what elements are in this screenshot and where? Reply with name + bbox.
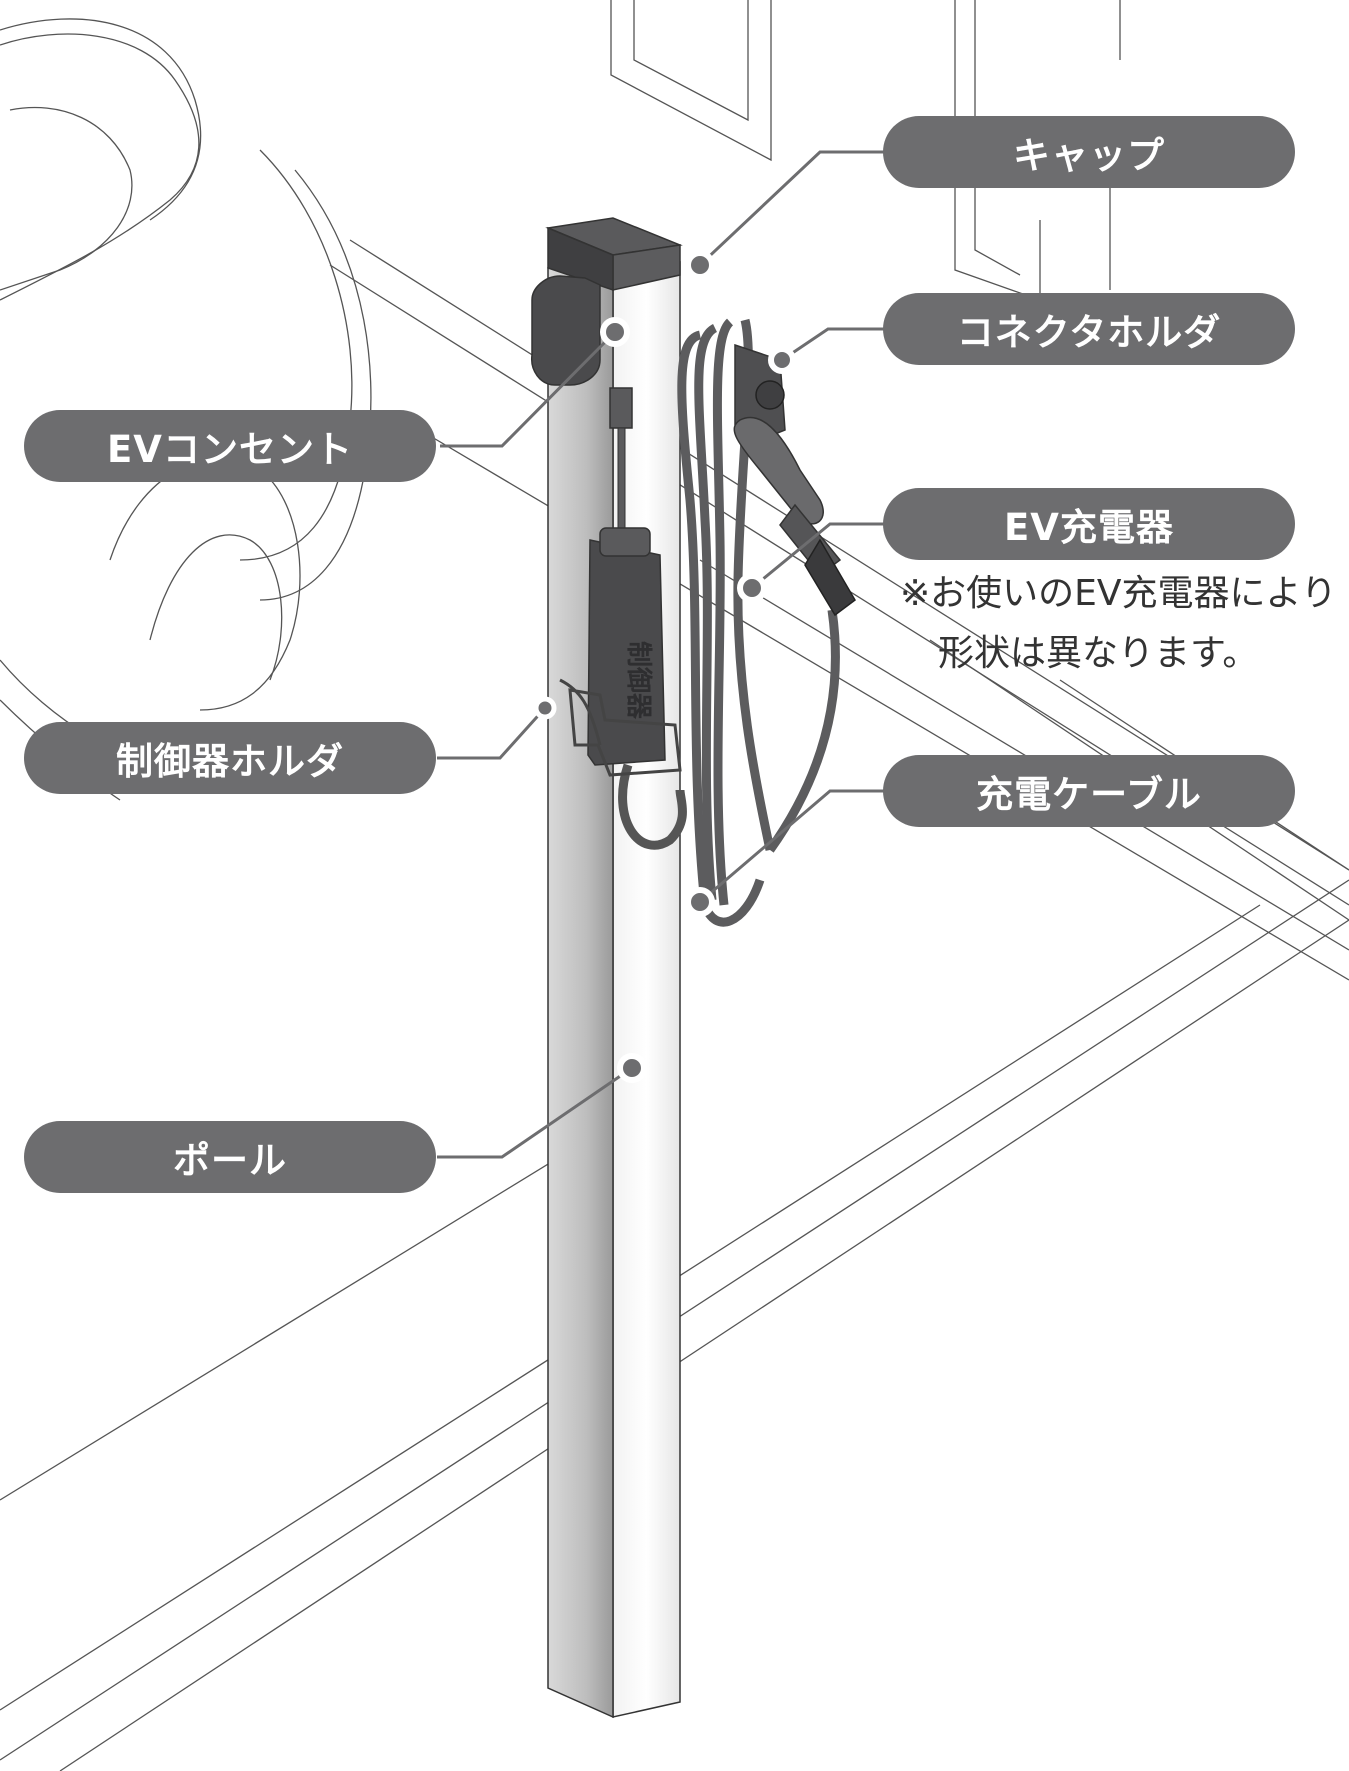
charger-handle (733, 416, 824, 525)
label-ev-charger: EV充電器 (883, 488, 1295, 560)
outlet-cord (617, 427, 626, 539)
controller-top-cap (599, 527, 651, 557)
leader-controller-holder (437, 706, 547, 760)
leader-cap (698, 150, 887, 267)
controller-vertical-text: 制御器 (623, 641, 654, 720)
controller-cable-loop (618, 763, 687, 850)
building-frame (610, 0, 772, 162)
leader-charging-cable (699, 789, 887, 904)
note-line-2: 形状は異なります。 (938, 633, 1259, 674)
label-pole: ポール (24, 1121, 436, 1193)
cap-side (547, 226, 614, 292)
outlet-plug (609, 387, 633, 429)
car-body-line (239, 149, 353, 561)
connector-holder-ring (755, 380, 785, 410)
dot-pole (617, 1053, 647, 1083)
holder-wire (568, 688, 682, 777)
label-cap: キャップ (883, 116, 1295, 188)
note-line-1: ※お使いのEV充電器により (900, 573, 1337, 614)
leader-dots (533, 250, 796, 1083)
label-connector-holder: コネクタホルダ (883, 293, 1295, 365)
charger-boot (804, 538, 856, 617)
dot-connector-holder (768, 346, 796, 374)
leader-connector-holder (781, 327, 887, 362)
car-outline (0, 33, 200, 301)
dot-charging-cable (685, 887, 715, 917)
car-wheel-inner (149, 534, 283, 681)
building-window-2 (974, 0, 1021, 276)
dot-controller-holder (533, 696, 557, 720)
leader-pole (437, 1066, 633, 1159)
dot-ev-charger (737, 573, 767, 603)
holder-wire-2 (559, 678, 602, 746)
controller-device (587, 527, 687, 850)
pole (547, 261, 681, 1719)
leader-ev-charger (751, 522, 887, 590)
coil-loop-2 (694, 323, 718, 901)
car-front (0, 106, 133, 291)
car-wheel-arch (109, 458, 301, 711)
label-controller-holder: 制御器ホルダ (24, 722, 436, 794)
pole-cap (545, 217, 683, 292)
controller-holder-device (559, 678, 682, 777)
cable-to-charger (766, 609, 840, 853)
building-frame-inner (633, 0, 749, 122)
floor-line-3 (0, 1119, 621, 1501)
dot-cap (685, 250, 715, 280)
car-roof-line (0, 18, 202, 221)
outlet-box (531, 275, 601, 386)
label-ev-outlet: EVコンセント (24, 410, 436, 482)
coil-loop-1 (677, 330, 765, 927)
car-body-line-2 (259, 169, 372, 601)
leader-ev-outlet (440, 330, 617, 448)
label-charging-cable: 充電ケーブル (883, 755, 1295, 827)
ev-outlet-device (531, 275, 633, 539)
pole-side-face (547, 267, 614, 1719)
leader-lines (437, 150, 887, 1159)
floor-line-4 (59, 919, 1349, 1771)
dot-ev-outlet (600, 317, 630, 347)
coil-loop-3 (712, 318, 734, 906)
